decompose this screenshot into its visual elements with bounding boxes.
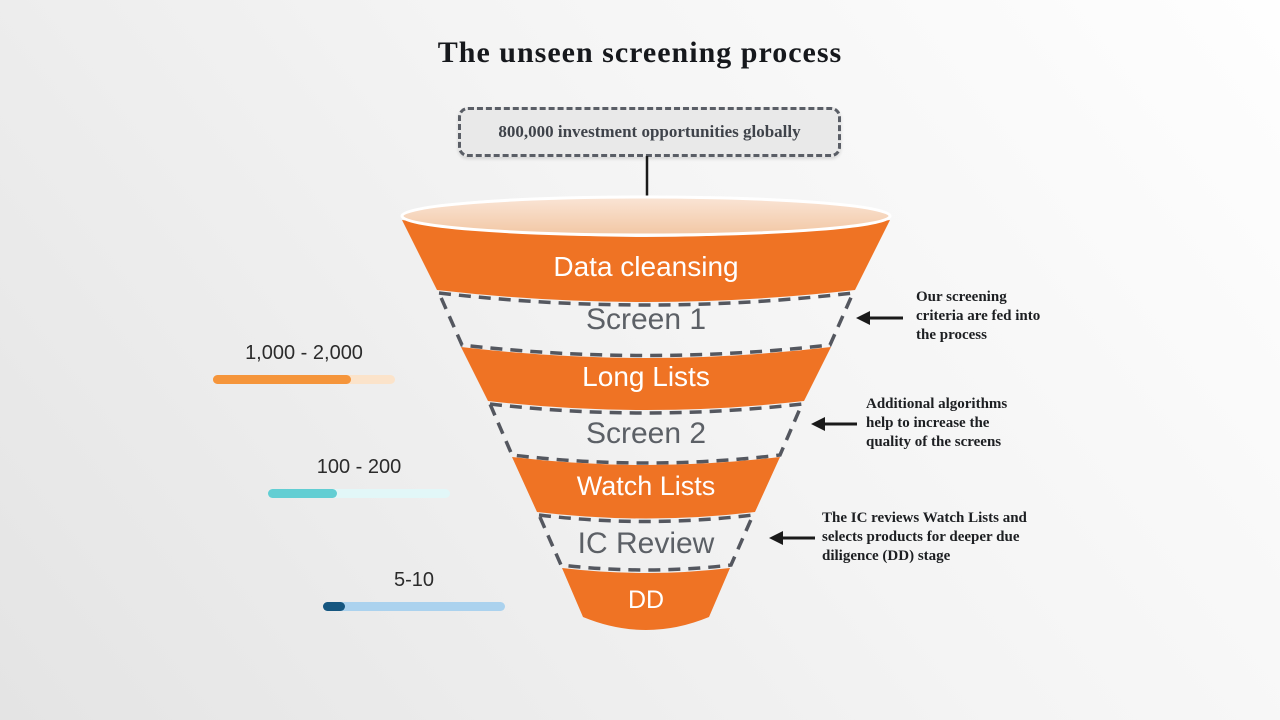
range-indicator-dd: 5-10: [323, 567, 505, 611]
left-arrow-icon: [769, 531, 815, 545]
range-bar-track: [213, 375, 395, 384]
page-title: The unseen screening process: [437, 36, 843, 69]
stage-label-dd: DD: [627, 586, 665, 614]
range-bar-fill: [268, 489, 338, 498]
source-box-label: 800,000 investment opportunities globall…: [498, 122, 801, 141]
stage-label-screen-2: Screen 2: [585, 417, 707, 450]
range-bar-fill: [213, 375, 352, 384]
range-bar-track: [268, 489, 450, 498]
stage-label-screen-1: Screen 1: [585, 303, 707, 336]
funnel-band-screen-1: [436, 290, 856, 358]
funnel-band-data-cleansing: [402, 220, 890, 302]
range-indicator-watch-lists: 100 - 200: [268, 454, 450, 498]
stage-label-watch-lists: Watch Lists: [576, 471, 716, 501]
funnel-band-screen-2: [487, 401, 805, 465]
annotation-additional-algorithms: Additional algorithms help to increase t…: [866, 396, 1008, 450]
range-bar-fill: [323, 602, 345, 611]
range-label: 1,000 - 2,000: [245, 342, 363, 364]
funnel-band-ic-review: [536, 512, 756, 572]
funnel-top-ellipse: [400, 195, 892, 237]
funnel-band-dd: [562, 568, 730, 630]
left-arrow-icon: [811, 417, 857, 431]
source-box: 800,000 investment opportunities globall…: [458, 107, 841, 157]
range-label: 100 - 200: [316, 456, 402, 478]
range-bar-track: [323, 602, 505, 611]
range-indicator-long-lists: 1,000 - 2,000: [213, 340, 395, 384]
stage-label-ic-review: IC Review: [577, 527, 715, 560]
annotation-screening-criteria: Our screening criteria are fed into the …: [916, 289, 1041, 343]
range-label: 5-10: [393, 569, 435, 591]
funnel-band-long-lists: [461, 347, 831, 410]
left-arrow-icon: [856, 311, 903, 325]
funnel-band-watch-lists: [512, 457, 780, 519]
stage-label-long-lists: Long Lists: [582, 361, 710, 392]
stage-label-data-cleansing: Data cleansing: [553, 251, 739, 282]
annotation-ic-review: The IC reviews Watch Lists and selects p…: [822, 510, 1027, 564]
